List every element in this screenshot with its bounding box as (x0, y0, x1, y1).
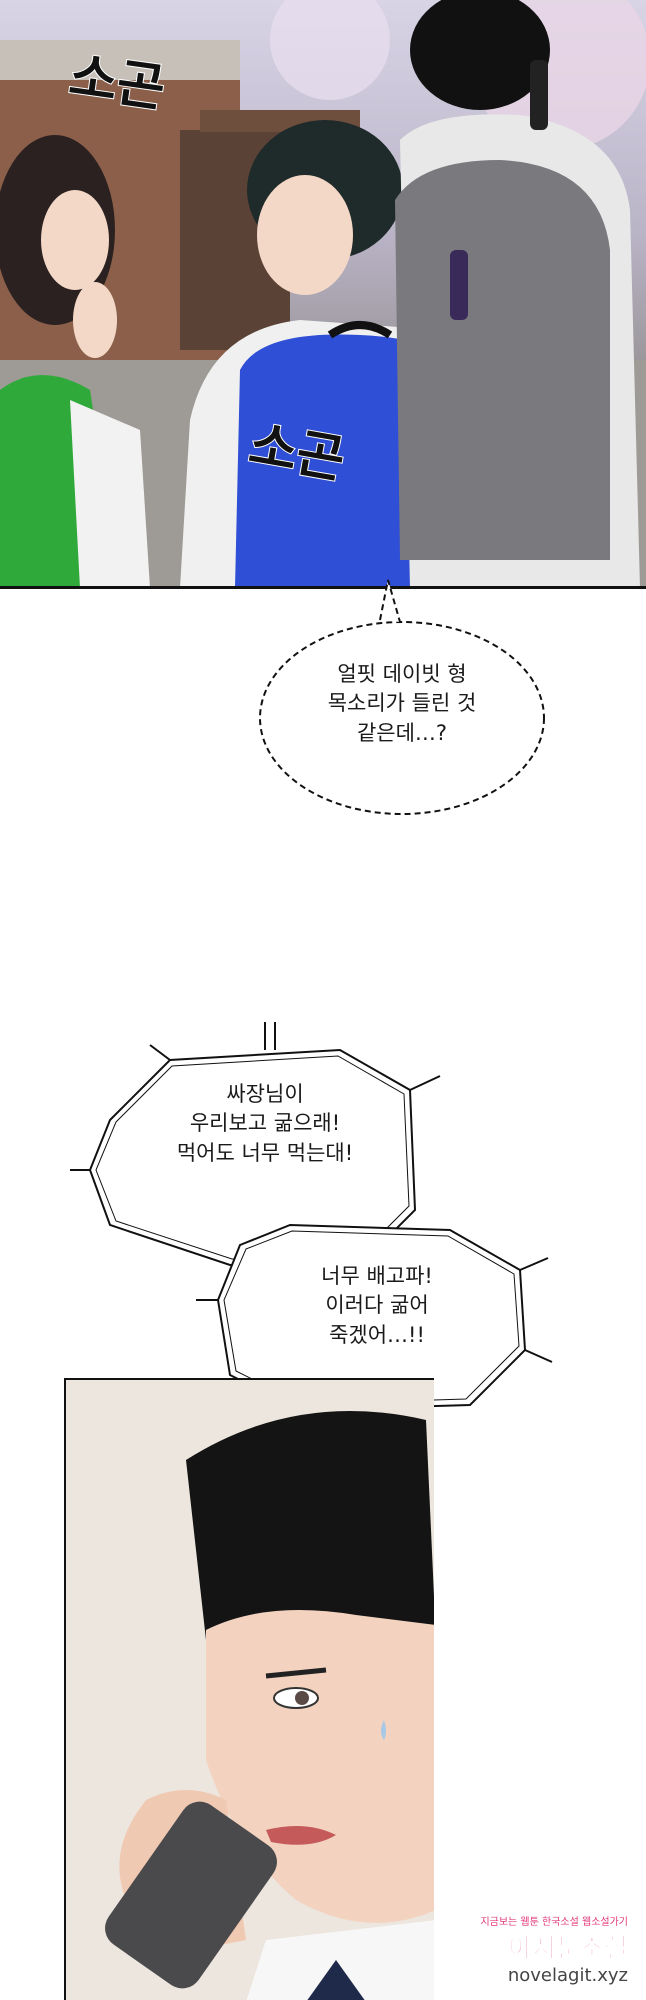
panel-students-walking: 소곤 소곤 (0, 0, 646, 588)
boy-hair-closeup (186, 1411, 434, 1640)
boy-face (257, 175, 353, 295)
flip-phone-icon (105, 1801, 277, 1989)
panel-students-art (0, 0, 646, 588)
site-watermark: 지금보는 웹툰 한국소설 웹소설가기 아지툰소설 novelagit.xyz (480, 1913, 628, 1986)
bubble-3-text: 너무 배고파! 이러다 굶어 죽겠어…!! (262, 1262, 492, 1350)
backpack-handle (327, 321, 393, 339)
bubble-2-tick (409, 1075, 441, 1091)
phone-icon (530, 60, 548, 130)
sweat-drop-icon (381, 1720, 386, 1740)
boy-pupil (295, 1691, 309, 1705)
bubble-outline (259, 621, 545, 815)
bubble-3-inner-outline (223, 1230, 520, 1405)
bubble-3-line-2: 이러다 굶어 (325, 1293, 429, 1318)
bubble-1-line-1: 얼핏 데이빗 형 (337, 662, 467, 686)
watermark-brand: 아지툰소설 (508, 1934, 629, 1965)
watermark-url: novelagit.xyz (507, 1965, 628, 1986)
bubble-2-tick (149, 1044, 171, 1061)
whisper-sfx-top: 소곤 (65, 45, 170, 121)
phone-bubble-3 (196, 1223, 553, 1434)
bubble-2-line-3: 먹어도 너무 먹는대! (176, 1140, 354, 1165)
cherry-blossom-tree-back (270, 0, 390, 100)
speech-bubble-dashed (259, 579, 545, 815)
bubble-3-tick (524, 1349, 553, 1363)
building-roof (0, 40, 240, 80)
phone-voice-bubbles (70, 1022, 553, 1434)
panel-divider (0, 586, 646, 589)
boy-tie (307, 1960, 365, 2000)
bubble-1-line-3: 같은데…? (356, 720, 448, 745)
girl-hand (73, 282, 117, 358)
panel-boy-art (66, 1380, 434, 2000)
bubble-2-text: 싸장님이 우리보고 굶으래! 먹어도 너무 먹는대! (140, 1080, 390, 1168)
boy-shirt-collar (246, 1920, 434, 2000)
bubble-2-line-2: 우리보고 굶으래! (189, 1111, 341, 1136)
girl-white-sleeve (70, 400, 150, 588)
backpack-tag (450, 250, 468, 320)
right-boy-hair (410, 0, 550, 110)
boy-eyebrow (265, 1667, 327, 1679)
watermark-tagline: 지금보는 웹툰 한국소설 웹소설가기 (480, 1917, 628, 1928)
gray-backpack (395, 160, 610, 560)
bubble-3-line-1: 너무 배고파! (321, 1264, 433, 1288)
boy-mouth (266, 1826, 336, 1845)
bubble-tail (379, 579, 401, 623)
girl-face (41, 190, 109, 290)
bubble-1-line-2: 목소리가 들린 것 (327, 691, 477, 716)
bubble-3-line-3: 죽겠어…!! (329, 1322, 425, 1347)
bubble-3-tick (519, 1257, 549, 1271)
bubble-2-line-1: 싸장님이 (226, 1082, 304, 1106)
panel-boy-on-phone (64, 1378, 434, 2000)
bubble-1-text: 얼핏 데이빗 형 목소리가 들린 것 같은데…? (262, 660, 542, 748)
bubble-3-outline (216, 1223, 527, 1412)
